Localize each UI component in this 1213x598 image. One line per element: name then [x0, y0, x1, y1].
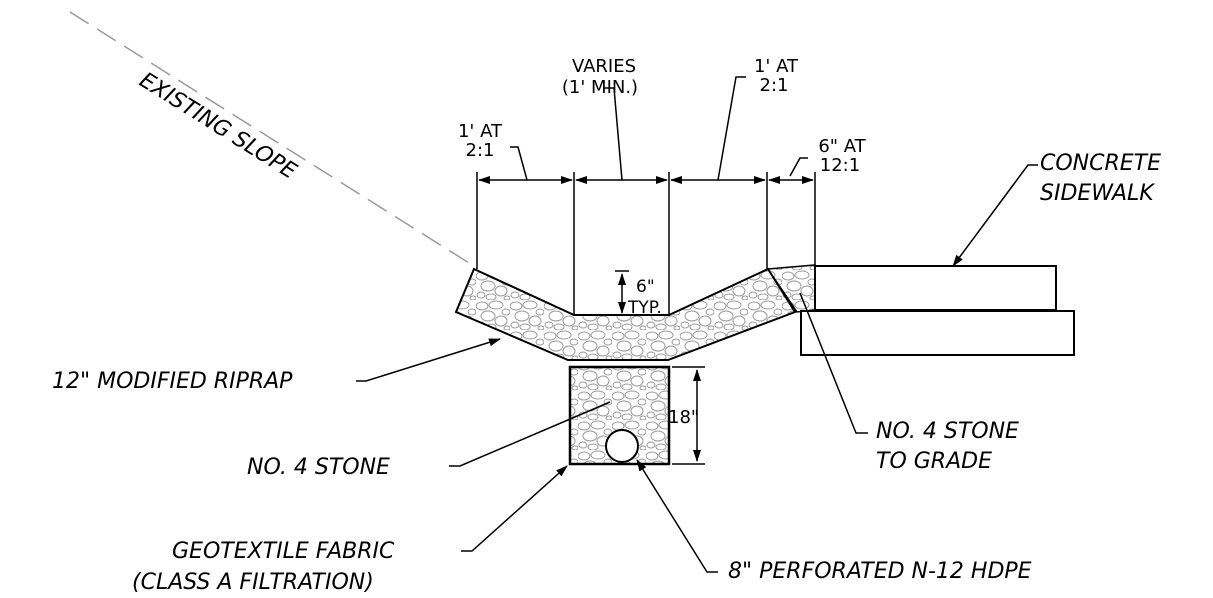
- pipe-label: 8" PERFORATED N-12 HDPE: [728, 559, 1032, 584]
- riprap-layer: [454, 267, 797, 361]
- six-in-label: 6" AT: [818, 136, 866, 157]
- to-grade-label: TO GRADE: [876, 449, 992, 474]
- right-2to1-label: 2:1: [760, 75, 789, 96]
- twelve-to-one-label: 12:1: [820, 155, 860, 176]
- stone-left-label: NO. 4 STONE: [247, 455, 390, 480]
- geotextile-label: GEOTEXTILE FABRIC: [172, 539, 395, 564]
- existing-slope-line: [69, 11, 478, 269]
- left-1ft-label: 1' AT: [458, 121, 503, 142]
- sidewalk-label: SIDEWALK: [1040, 181, 1155, 206]
- eighteen-label: 18": [668, 407, 699, 428]
- leader-right-1ft: [717, 76, 746, 181]
- riprap-label: 12" MODIFIED RIPRAP: [52, 369, 293, 394]
- typ-label: TYP.: [627, 298, 662, 318]
- stone-right-label: NO. 4 STONE: [876, 419, 1019, 444]
- filtration-label: (CLASS A FILTRATION): [132, 570, 374, 595]
- leader-left-1ft: [510, 146, 528, 181]
- varies-label: VARIES: [572, 56, 636, 77]
- sidewalk-upper-slab: [814, 265, 1057, 311]
- leader-stone-right: [799, 292, 868, 434]
- leader-stone-left: [449, 401, 611, 467]
- right-1ft-label: 1' AT: [754, 56, 799, 77]
- leader-riprap: [356, 338, 501, 382]
- hdpe-pipe: [605, 429, 639, 463]
- concrete-label: CONCRETE: [1040, 151, 1161, 176]
- existing-slope-label: EXISTING SLOPE: [135, 68, 301, 185]
- leader-varies: [604, 87, 623, 181]
- left-2to1-label: 2:1: [466, 140, 495, 161]
- leader-concrete: [952, 164, 1038, 267]
- varies-min-label: (1' MIN.): [562, 77, 638, 98]
- typ-six-label: 6": [636, 277, 655, 297]
- leader-six-in: [789, 157, 808, 177]
- leader-pipe: [636, 459, 718, 573]
- leader-geotextile: [461, 465, 568, 552]
- sidewalk-lower-slab: [800, 310, 1075, 356]
